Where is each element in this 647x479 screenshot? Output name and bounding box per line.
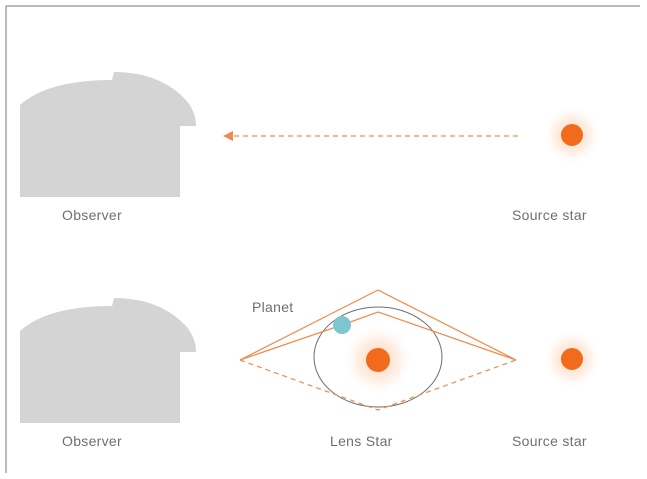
lens-star xyxy=(366,348,390,372)
observer-label: Observer xyxy=(62,207,122,223)
source-star xyxy=(561,124,583,146)
bottom-panel: Planet Observer Lens Star Source star xyxy=(20,290,602,449)
source-star-label: Source star xyxy=(512,207,587,223)
top-panel: Observer Source star xyxy=(20,72,602,223)
planet xyxy=(333,316,351,334)
observatory-icon xyxy=(20,72,196,197)
source-star-label: Source star xyxy=(512,433,587,449)
source-star xyxy=(561,348,583,370)
arrow-head-icon xyxy=(223,131,233,141)
observer-label: Observer xyxy=(62,433,122,449)
planet-label: Planet xyxy=(252,299,294,315)
observatory-icon xyxy=(20,298,196,423)
lens-star-label: Lens Star xyxy=(330,433,393,449)
